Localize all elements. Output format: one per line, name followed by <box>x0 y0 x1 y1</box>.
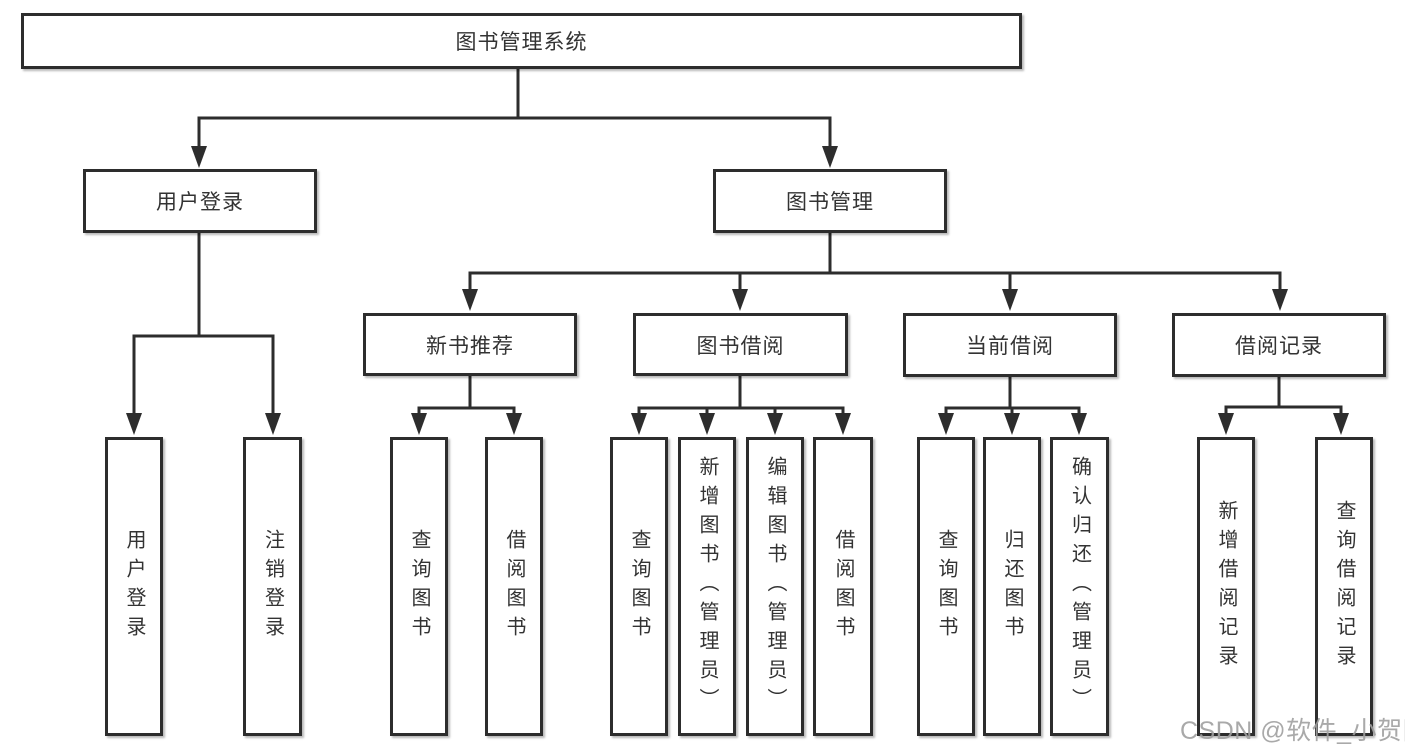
leaf-borrow-books-1: 借阅图书 <box>485 437 543 736</box>
node-user-login-label: 用户登录 <box>156 191 244 214</box>
leaf-query-books-2-label: 查询图书 <box>628 528 650 645</box>
leaf-add-borrow-record-label: 新增借阅记录 <box>1215 499 1237 674</box>
node-new-book-recommend-label: 新书推荐 <box>426 334 514 358</box>
leaf-query-books-3: 查询图书 <box>917 437 975 736</box>
leaf-logout: 注销登录 <box>243 437 302 736</box>
leaf-query-books-1: 查询图书 <box>390 437 448 736</box>
node-book-borrowing-label: 图书借阅 <box>696 334 785 358</box>
leaf-query-books-2: 查询图书 <box>610 437 668 736</box>
node-current-borrowing: 当前借阅 <box>903 313 1117 377</box>
leaf-query-borrow-record-label: 查询借阅记录 <box>1333 499 1355 674</box>
node-new-book-recommend: 新书推荐 <box>363 313 577 376</box>
node-root: 图书管理系统 <box>21 13 1022 69</box>
leaf-add-books-admin: 新增图书（管理员） <box>678 437 736 736</box>
leaf-confirm-return-admin-label: 确认归还（管理员） <box>1068 456 1091 717</box>
node-borrowing-records-label: 借阅记录 <box>1235 335 1323 358</box>
leaf-confirm-return-admin: 确认归还（管理员） <box>1050 437 1109 736</box>
leaf-query-books-1-label: 查询图书 <box>408 528 430 645</box>
node-book-management: 图书管理 <box>713 169 947 233</box>
node-current-borrowing-label: 当前借阅 <box>966 335 1054 358</box>
leaf-user-login-label: 用户登录 <box>123 528 145 645</box>
node-borrowing-records: 借阅记录 <box>1172 313 1386 377</box>
leaf-borrow-books-1-label: 借阅图书 <box>503 528 525 645</box>
leaf-borrow-books-2: 借阅图书 <box>813 437 873 736</box>
leaf-query-books-3-label: 查询图书 <box>935 528 957 645</box>
leaf-edit-books-admin: 编辑图书（管理员） <box>746 437 804 736</box>
connector-paths <box>132 69 1343 415</box>
node-book-borrowing: 图书借阅 <box>633 313 848 376</box>
leaf-return-books-label: 归还图书 <box>1001 528 1023 645</box>
leaf-add-books-admin-label: 新增图书（管理员） <box>696 456 718 717</box>
node-root-label: 图书管理系统 <box>455 31 588 54</box>
node-user-login: 用户登录 <box>83 169 317 233</box>
csdn-watermark: CSDN @软件_小贺同学 <box>1180 717 1405 745</box>
leaf-user-login: 用户登录 <box>105 437 163 736</box>
leaf-borrow-books-2-label: 借阅图书 <box>832 528 854 645</box>
node-book-management-label: 图书管理 <box>786 191 874 214</box>
leaf-logout-label: 注销登录 <box>261 528 284 645</box>
leaf-add-borrow-record: 新增借阅记录 <box>1197 437 1255 736</box>
leaf-query-borrow-record: 查询借阅记录 <box>1315 437 1373 736</box>
leaf-return-books: 归还图书 <box>983 437 1041 736</box>
arrowheads <box>126 146 1349 435</box>
leaf-edit-books-admin-label: 编辑图书（管理员） <box>764 456 786 717</box>
